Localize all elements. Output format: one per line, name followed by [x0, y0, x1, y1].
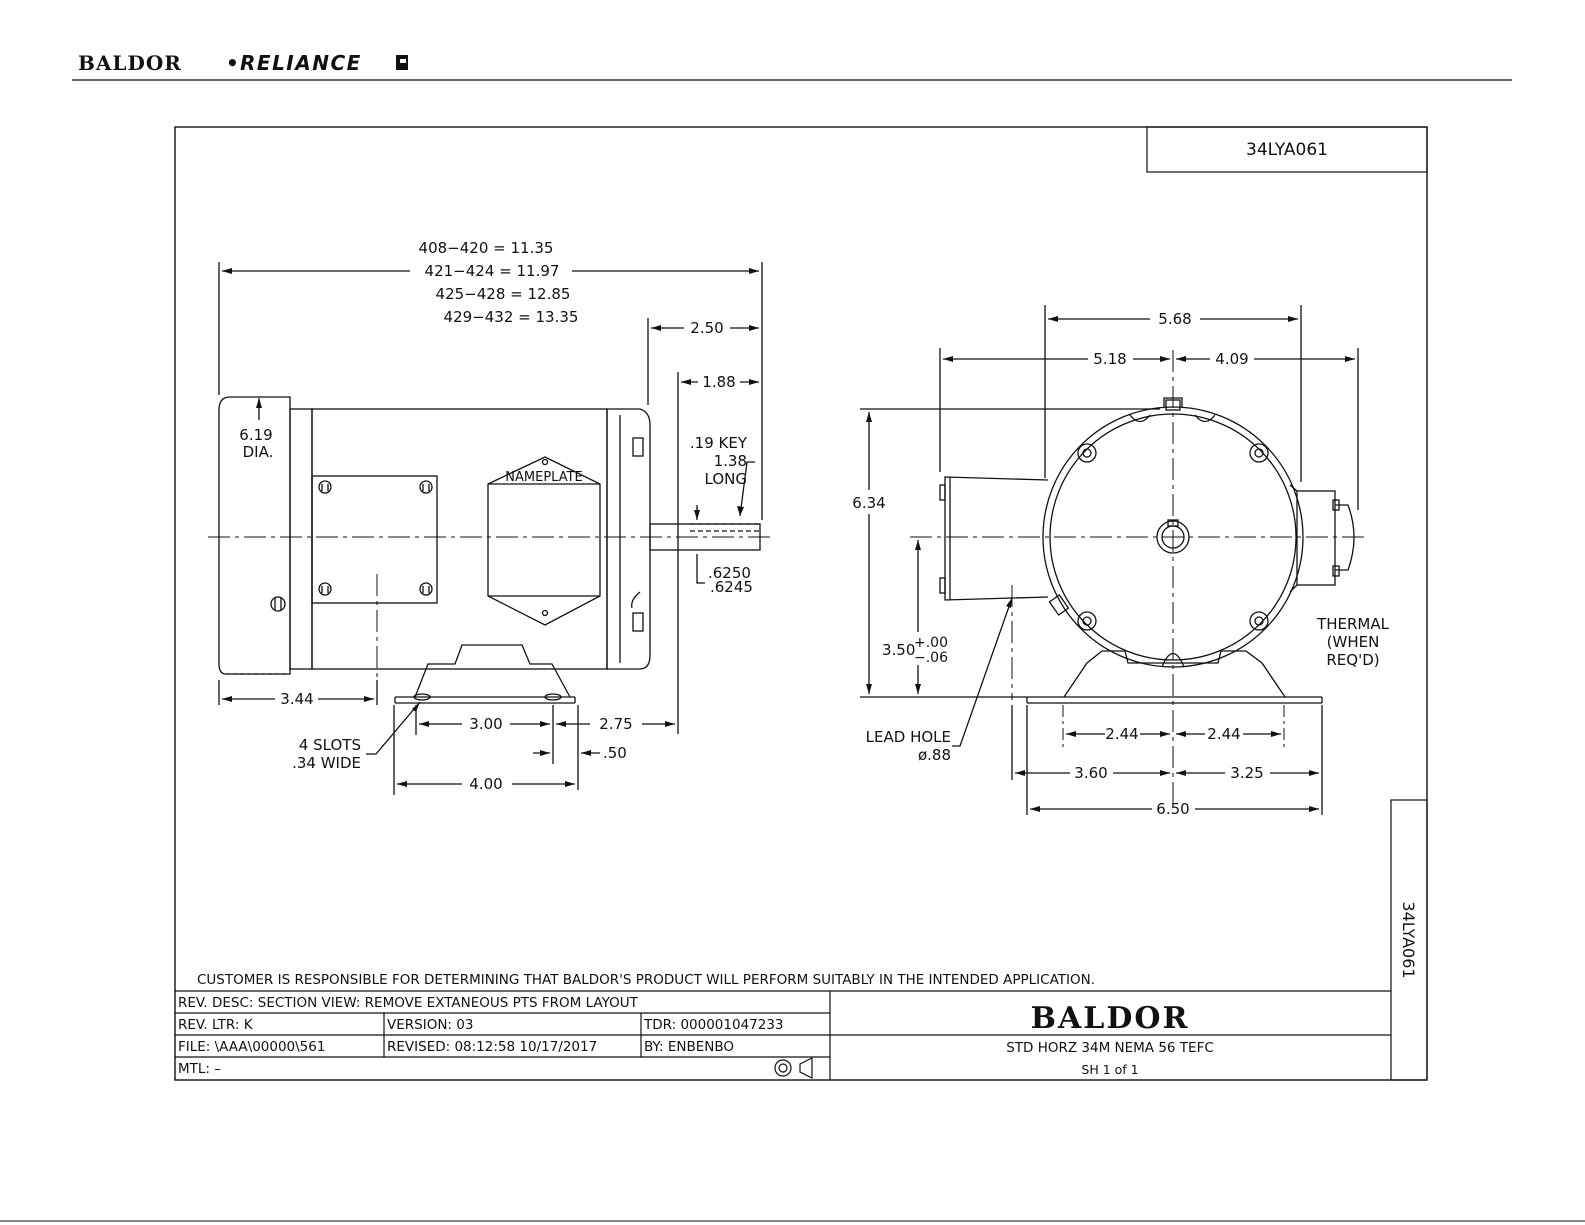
third-angle-projection-icon	[774, 1057, 813, 1079]
slots-count: 4 SLOTS	[299, 736, 361, 754]
dia-label: DIA.	[243, 443, 274, 461]
tol-plus: +.00	[914, 635, 948, 651]
nameplate-label: NAMEPLATE	[505, 470, 582, 485]
title-block-text: REV. DESC: SECTION VIEW: REMOVE EXTANEOU…	[178, 995, 1214, 1077]
mounting-base	[414, 644, 571, 698]
key-length: 1.38	[714, 452, 747, 470]
tol-minus: −.06	[914, 650, 948, 666]
length-429-432: 429−432 = 13.35	[444, 308, 579, 326]
shaft-dia-min: .6245	[710, 578, 753, 596]
fan-cover	[218, 396, 291, 675]
length-425-428: 425−428 = 12.85	[436, 285, 571, 303]
rev-desc: REV. DESC: SECTION VIEW: REMOVE EXTANEOU…	[178, 995, 639, 1011]
thermal-label: THERMAL	[1316, 615, 1390, 633]
dia-value: 6.19	[239, 426, 272, 444]
material: MTL: –	[178, 1061, 221, 1077]
key-long: LONG	[705, 470, 747, 488]
drawing-number-box	[1146, 126, 1428, 173]
frame-ring	[289, 408, 313, 670]
shaft-dia-max: .6250	[708, 564, 751, 582]
key-size: .19 KEY	[690, 434, 748, 452]
stator-frame	[311, 408, 608, 670]
end-conduit-box	[944, 476, 1049, 601]
dim-2-75: 2.75	[599, 715, 632, 733]
endbell-bolt-icons	[1077, 443, 1269, 631]
end-view	[860, 305, 1365, 815]
dim-2-44-right: 2.44	[1207, 725, 1240, 743]
side-drawing-number: 34LYA061	[1399, 901, 1418, 978]
dim-3-44: 3.44	[280, 690, 313, 708]
shaft-keyway	[1167, 519, 1179, 527]
dim-4-00: 4.00	[469, 775, 502, 793]
side-view-arrowheads	[222, 268, 759, 787]
length-421-424: 421−424 = 11.97	[425, 262, 560, 280]
fan-cover-screw-icon	[270, 596, 286, 612]
slots-width: .34 WIDE	[292, 754, 361, 772]
reliance-mark-icon	[396, 55, 408, 70]
side-number-box	[1390, 799, 1428, 1081]
drawing-number: 34LYA061	[1246, 140, 1328, 160]
conduit-box	[311, 475, 438, 604]
foot-slot-icons	[413, 693, 562, 701]
thermal-box	[1296, 490, 1336, 586]
lead-hole-label: LEAD HOLE	[866, 728, 951, 746]
title-block	[175, 990, 1391, 1080]
dim-1-88: 1.88	[702, 373, 735, 391]
thermal-reqd: REQ'D)	[1326, 651, 1379, 669]
tdr-number: TDR: 000001047233	[643, 1017, 784, 1033]
product-description: STD HORZ 34M NEMA 56 TEFC	[1006, 1040, 1214, 1056]
end-view-arrowheads	[866, 316, 1355, 812]
dim-5-68: 5.68	[1158, 310, 1191, 328]
title-company-logo: BALDOR	[1031, 1001, 1190, 1036]
rev-ltr: REV. LTR: K	[178, 1017, 254, 1033]
dim-3-50: 3.50	[882, 641, 915, 659]
dim-3-25: 3.25	[1230, 764, 1263, 782]
revised-date: REVISED: 08:12:58 10/17/2017	[387, 1039, 597, 1055]
endbell-flange-curve	[631, 591, 641, 609]
drawn-by: BY: ENBENBO	[644, 1039, 734, 1055]
end-mounting-base	[1063, 650, 1286, 698]
side-view-labels: 408−420 = 11.35 421−424 = 11.97 425−428 …	[239, 239, 753, 793]
sheet-number: SH 1 of 1	[1081, 1062, 1138, 1077]
nameplate-rivet-bottom	[541, 609, 549, 617]
version: VERSION: 03	[387, 1017, 473, 1033]
dim-6-50: 6.50	[1156, 800, 1189, 818]
drawing-frame	[174, 126, 1428, 1081]
dim-2-44-left: 2.44	[1105, 725, 1138, 743]
endbell-bolt-bottom	[632, 612, 644, 632]
front-endbell	[606, 408, 651, 670]
dim-2-50: 2.50	[690, 319, 723, 337]
nameplate-rivet-top	[541, 458, 549, 466]
dim-6-34: 6.34	[852, 494, 885, 512]
dim-0-50: .50	[603, 744, 627, 762]
endbell-bolt-top	[632, 437, 644, 457]
header-logo: BALDOR • RELIANCE	[78, 51, 408, 75]
brand-baldor: BALDOR	[78, 51, 182, 75]
dim-3-00: 3.00	[469, 715, 502, 733]
dim-5-18: 5.18	[1093, 350, 1126, 368]
thermal-when: (WHEN	[1327, 633, 1380, 651]
dim-3-60: 3.60	[1074, 764, 1107, 782]
brand-reliance: RELIANCE	[240, 51, 362, 75]
customer-disclaimer: CUSTOMER IS RESPONSIBLE FOR DETERMINING …	[197, 972, 1095, 988]
length-408-420: 408−420 = 11.35	[419, 239, 554, 257]
brand-separator: •	[226, 51, 239, 75]
file-path: FILE: \AAA\00000\561	[178, 1039, 325, 1055]
lead-hole-dia: ø.88	[918, 746, 951, 764]
end-view-labels: 5.68 5.18 4.09 6.34 3.50 +.00 −.06 THERM…	[852, 310, 1389, 818]
dim-4-09: 4.09	[1215, 350, 1248, 368]
conduit-screw-icons	[318, 480, 433, 596]
